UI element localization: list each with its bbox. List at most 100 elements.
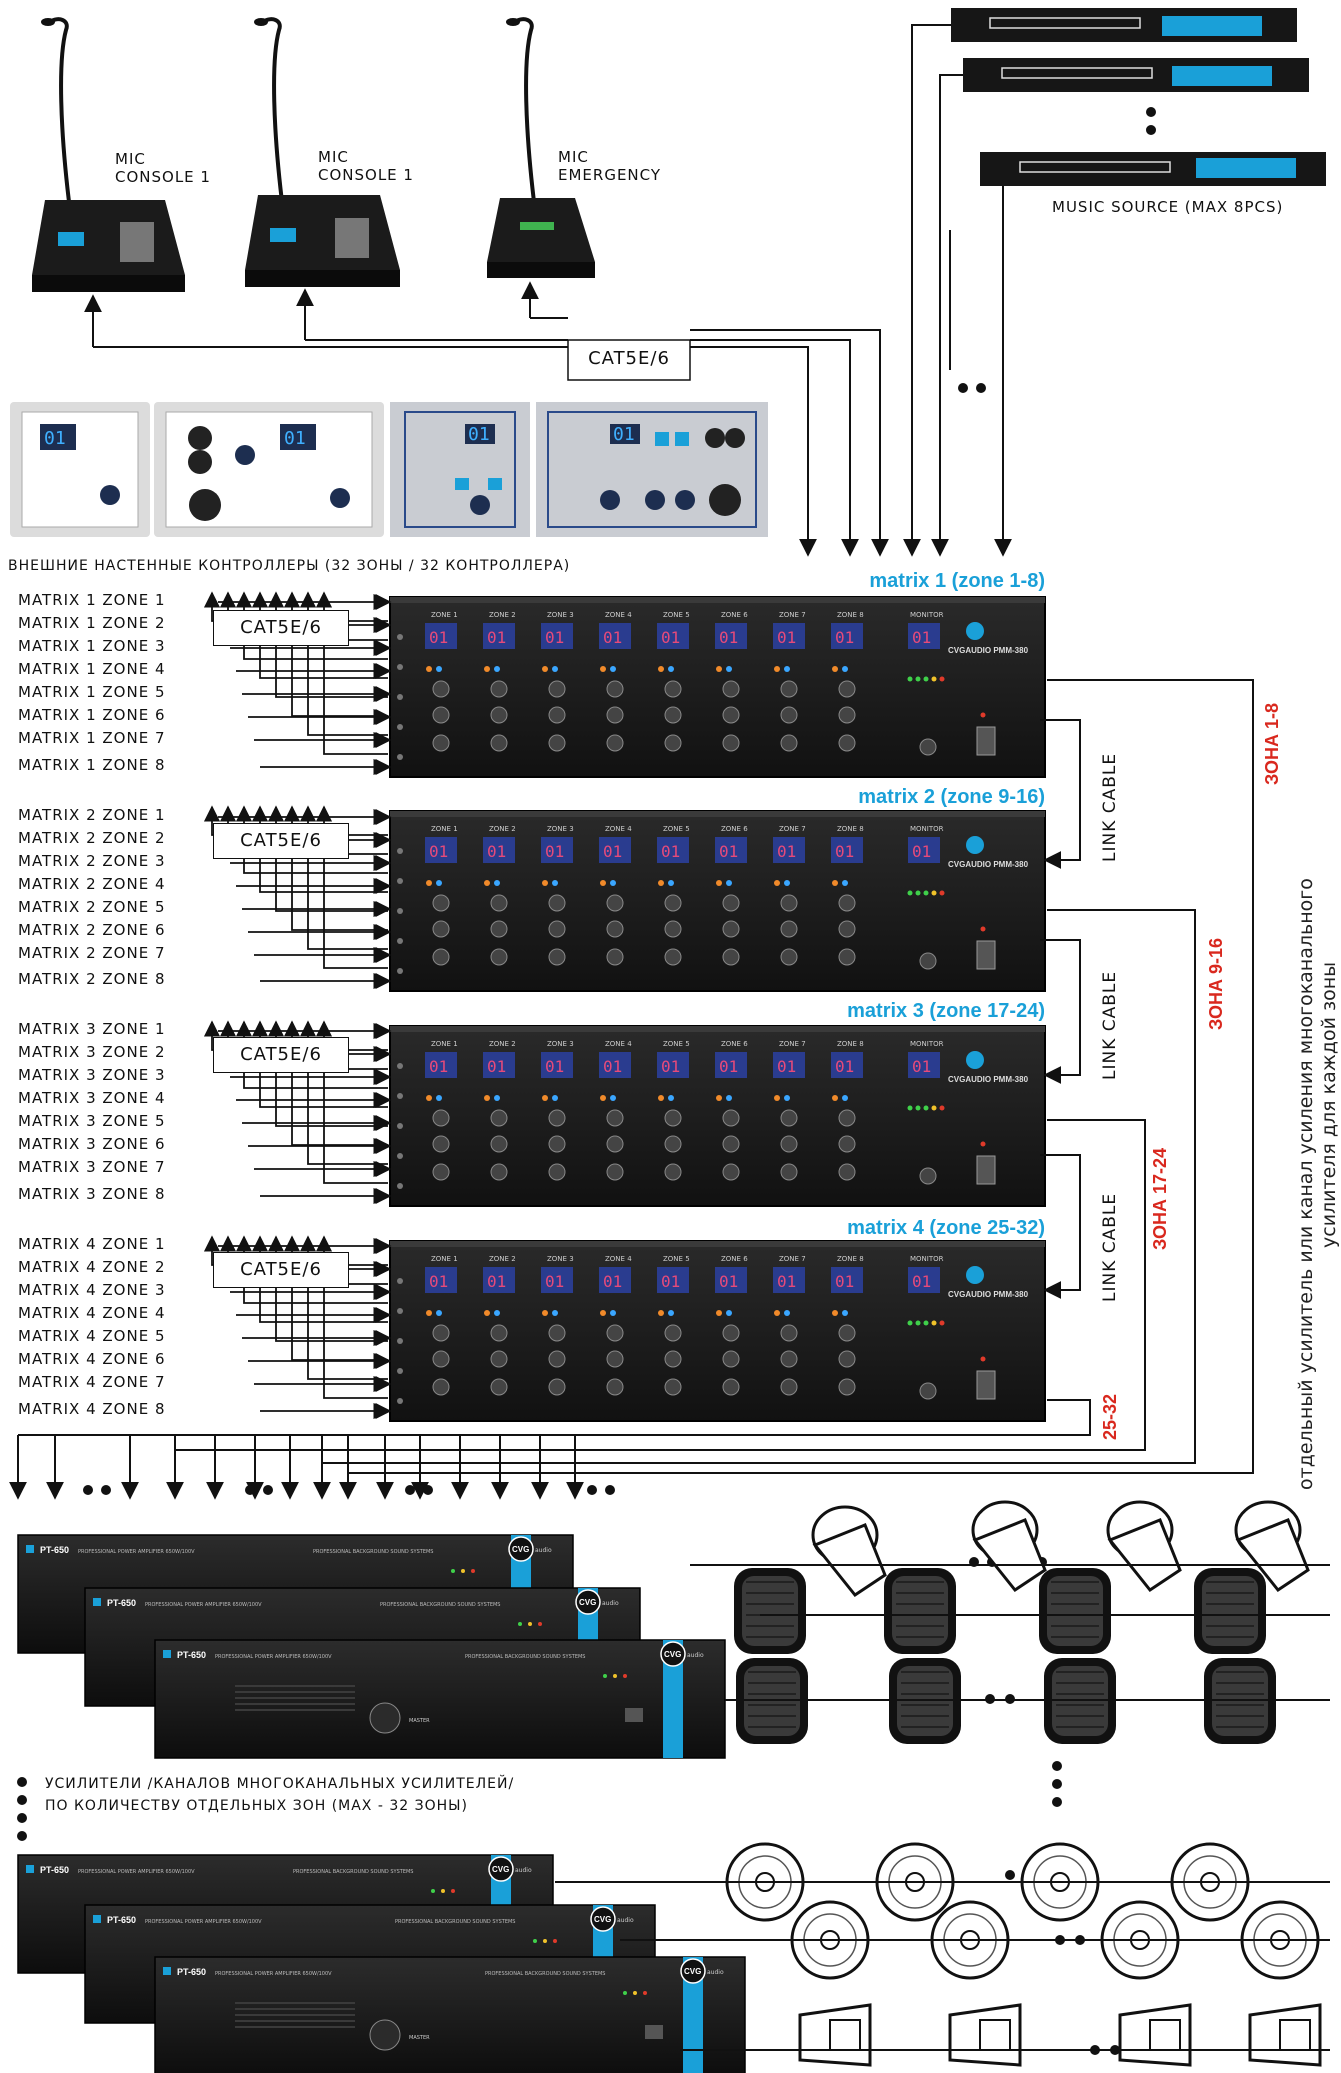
amp-subtitle: PROFESSIONAL POWER AMPLIFIER 650W/100V [78, 1549, 195, 1555]
box-speaker [1039, 1568, 1111, 1654]
matrix-zone-label: MATRIX 4 ZONE 6 [18, 1350, 166, 1368]
amp-series: PROFESSIONAL BACKGROUND SOUND SYSTEMS [380, 1602, 500, 1608]
rack-zone-display: 01 [777, 628, 796, 647]
rack-zone-label: ZONE 6 [721, 1040, 748, 1048]
cat-cable-matrix-4: CAT5E/6 [213, 1252, 349, 1288]
wall-controller-display: 01 [468, 424, 490, 445]
rack-zone-label: ZONE 6 [721, 611, 748, 619]
ellipsis-dot [83, 1485, 93, 1495]
rack-monitor-display: 01 [912, 628, 931, 647]
rack-zone-display: 01 [777, 842, 796, 861]
right-description-line1: отдельный усилитель или канал усиления м… [1295, 878, 1317, 1490]
rack-monitor-display: 01 [912, 1272, 931, 1291]
amp-brand: CVG [594, 1915, 611, 1924]
amp-model: PT-650 [40, 1865, 69, 1875]
rack-zone-label: ZONE 5 [663, 611, 690, 619]
matrix-zone-label: MATRIX 4 ZONE 5 [18, 1327, 166, 1345]
rack-zone-label: ZONE 1 [431, 1040, 458, 1048]
matrix-1-title: matrix 1 (zone 1-8) [869, 570, 1045, 592]
rack-monitor-label: MONITOR [910, 1040, 944, 1048]
projector-speaker [1248, 2003, 1322, 2067]
rack-zone-label: ZONE 5 [663, 825, 690, 833]
zone-output-9-16: ЗОНА 9-16 [1206, 937, 1226, 1030]
rack-zone-label: ZONE 7 [779, 1255, 806, 1263]
rack-zone-display: 01 [719, 842, 738, 861]
rack-zone-display: 01 [545, 628, 564, 647]
rack-zone-display: 01 [719, 628, 738, 647]
rack-zone-label: ZONE 4 [605, 825, 632, 833]
rack-zone-display: 01 [545, 1272, 564, 1291]
amp-bullet-dots [17, 1761, 1062, 1841]
link-cables [1040, 719, 1081, 1299]
wall-controller-3 [390, 402, 530, 537]
rack-zone-display: 01 [835, 1057, 854, 1076]
mic-console-lines [84, 281, 889, 557]
ellipsis-dot [976, 383, 986, 393]
cat-cable-matrix-1: CAT5E/6 [213, 610, 349, 646]
rack-zone-label: ZONE 4 [605, 1040, 632, 1048]
projector-speaker [798, 2003, 872, 2067]
amp-series: PROFESSIONAL BACKGROUND SOUND SYSTEMS [485, 1971, 605, 1977]
rack-zone-display: 01 [429, 1272, 448, 1291]
rack-zone-label: ZONE 7 [779, 611, 806, 619]
amp-note-line1: УСИЛИТЕЛИ /КАНАЛОВ МНОГОКАНАЛЬНЫХ УСИЛИТ… [45, 1776, 515, 1792]
rack-zone-display: 01 [429, 842, 448, 861]
amp-brand-suffix: audio [535, 1547, 552, 1554]
matrix-zone-label: MATRIX 2 ZONE 8 [18, 970, 166, 988]
rack-zone-label: ZONE 1 [431, 1255, 458, 1263]
rack-zone-label: ZONE 3 [547, 1255, 574, 1263]
amp-model: PT-650 [107, 1598, 136, 1608]
matrix-zone-label: MATRIX 2 ZONE 5 [18, 898, 166, 916]
matrix-2-title: matrix 2 (zone 9-16) [858, 786, 1045, 808]
rack-monitor-label: MONITOR [910, 825, 944, 833]
matrix-zone-label: MATRIX 2 ZONE 4 [18, 875, 166, 893]
ellipsis-dot [245, 1485, 255, 1495]
rack-zone-display: 01 [835, 628, 854, 647]
amp-brand-suffix: audio [602, 1600, 619, 1607]
rack-model: CVGAUDIO PMM-380 [948, 646, 1029, 655]
ellipsis-dot [1005, 1870, 1015, 1880]
rack-model: CVGAUDIO PMM-380 [948, 860, 1029, 869]
matrix-zone-label: MATRIX 4 ZONE 8 [18, 1400, 166, 1418]
matrix-zone-label: MATRIX 4 ZONE 2 [18, 1258, 166, 1276]
rack-zone-display: 01 [661, 1057, 680, 1076]
rack-zone-display: 01 [719, 1272, 738, 1291]
music-source-1 [951, 8, 1297, 42]
music-source-2 [963, 58, 1309, 92]
matrix-zone-label: MATRIX 3 ZONE 2 [18, 1043, 166, 1061]
matrix-zone-label: MATRIX 1 ZONE 5 [18, 683, 166, 701]
projector-speaker [1118, 2003, 1192, 2067]
zone-output-17-24: ЗОНА 17-24 [1150, 1147, 1170, 1250]
matrix-zone-label: MATRIX 1 ZONE 4 [18, 660, 166, 678]
projector-speaker [948, 2003, 1022, 2067]
rack-zone-display: 01 [603, 1272, 622, 1291]
rack-zone-display: 01 [603, 1057, 622, 1076]
ellipsis-dot [263, 1485, 273, 1495]
matrix-zone-label: MATRIX 1 ZONE 2 [18, 614, 166, 632]
matrix-4-title: matrix 4 (zone 25-32) [847, 1217, 1045, 1239]
matrix-zone-label: MATRIX 4 ZONE 7 [18, 1373, 166, 1391]
ellipsis-dot [405, 1485, 415, 1495]
amp-knob-label: MASTER [409, 2035, 430, 2041]
rack-zone-display: 01 [661, 842, 680, 861]
amp-subtitle: PROFESSIONAL POWER AMPLIFIER 650W/100V [78, 1869, 195, 1875]
ellipsis-dot [958, 383, 968, 393]
matrix-zone-label: MATRIX 3 ZONE 8 [18, 1185, 166, 1203]
matrix-zone-label: MATRIX 3 ZONE 4 [18, 1089, 166, 1107]
matrix-zone-label: MATRIX 3 ZONE 3 [18, 1066, 166, 1084]
amp-brand-suffix: audio [515, 1867, 532, 1874]
wall-controller-display: 01 [284, 428, 306, 449]
rack-monitor-label: MONITOR [910, 1255, 944, 1263]
matrix-zone-label: MATRIX 1 ZONE 6 [18, 706, 166, 724]
link-cable-label-2: LINK CABLE [1100, 970, 1120, 1080]
amp-model: PT-650 [177, 1967, 206, 1977]
amp-series: PROFESSIONAL BACKGROUND SOUND SYSTEMS [313, 1549, 433, 1555]
rack-zone-label: ZONE 2 [489, 611, 516, 619]
zone-cable-arrows [203, 591, 392, 1420]
rack-zone-label: ZONE 2 [489, 1040, 516, 1048]
